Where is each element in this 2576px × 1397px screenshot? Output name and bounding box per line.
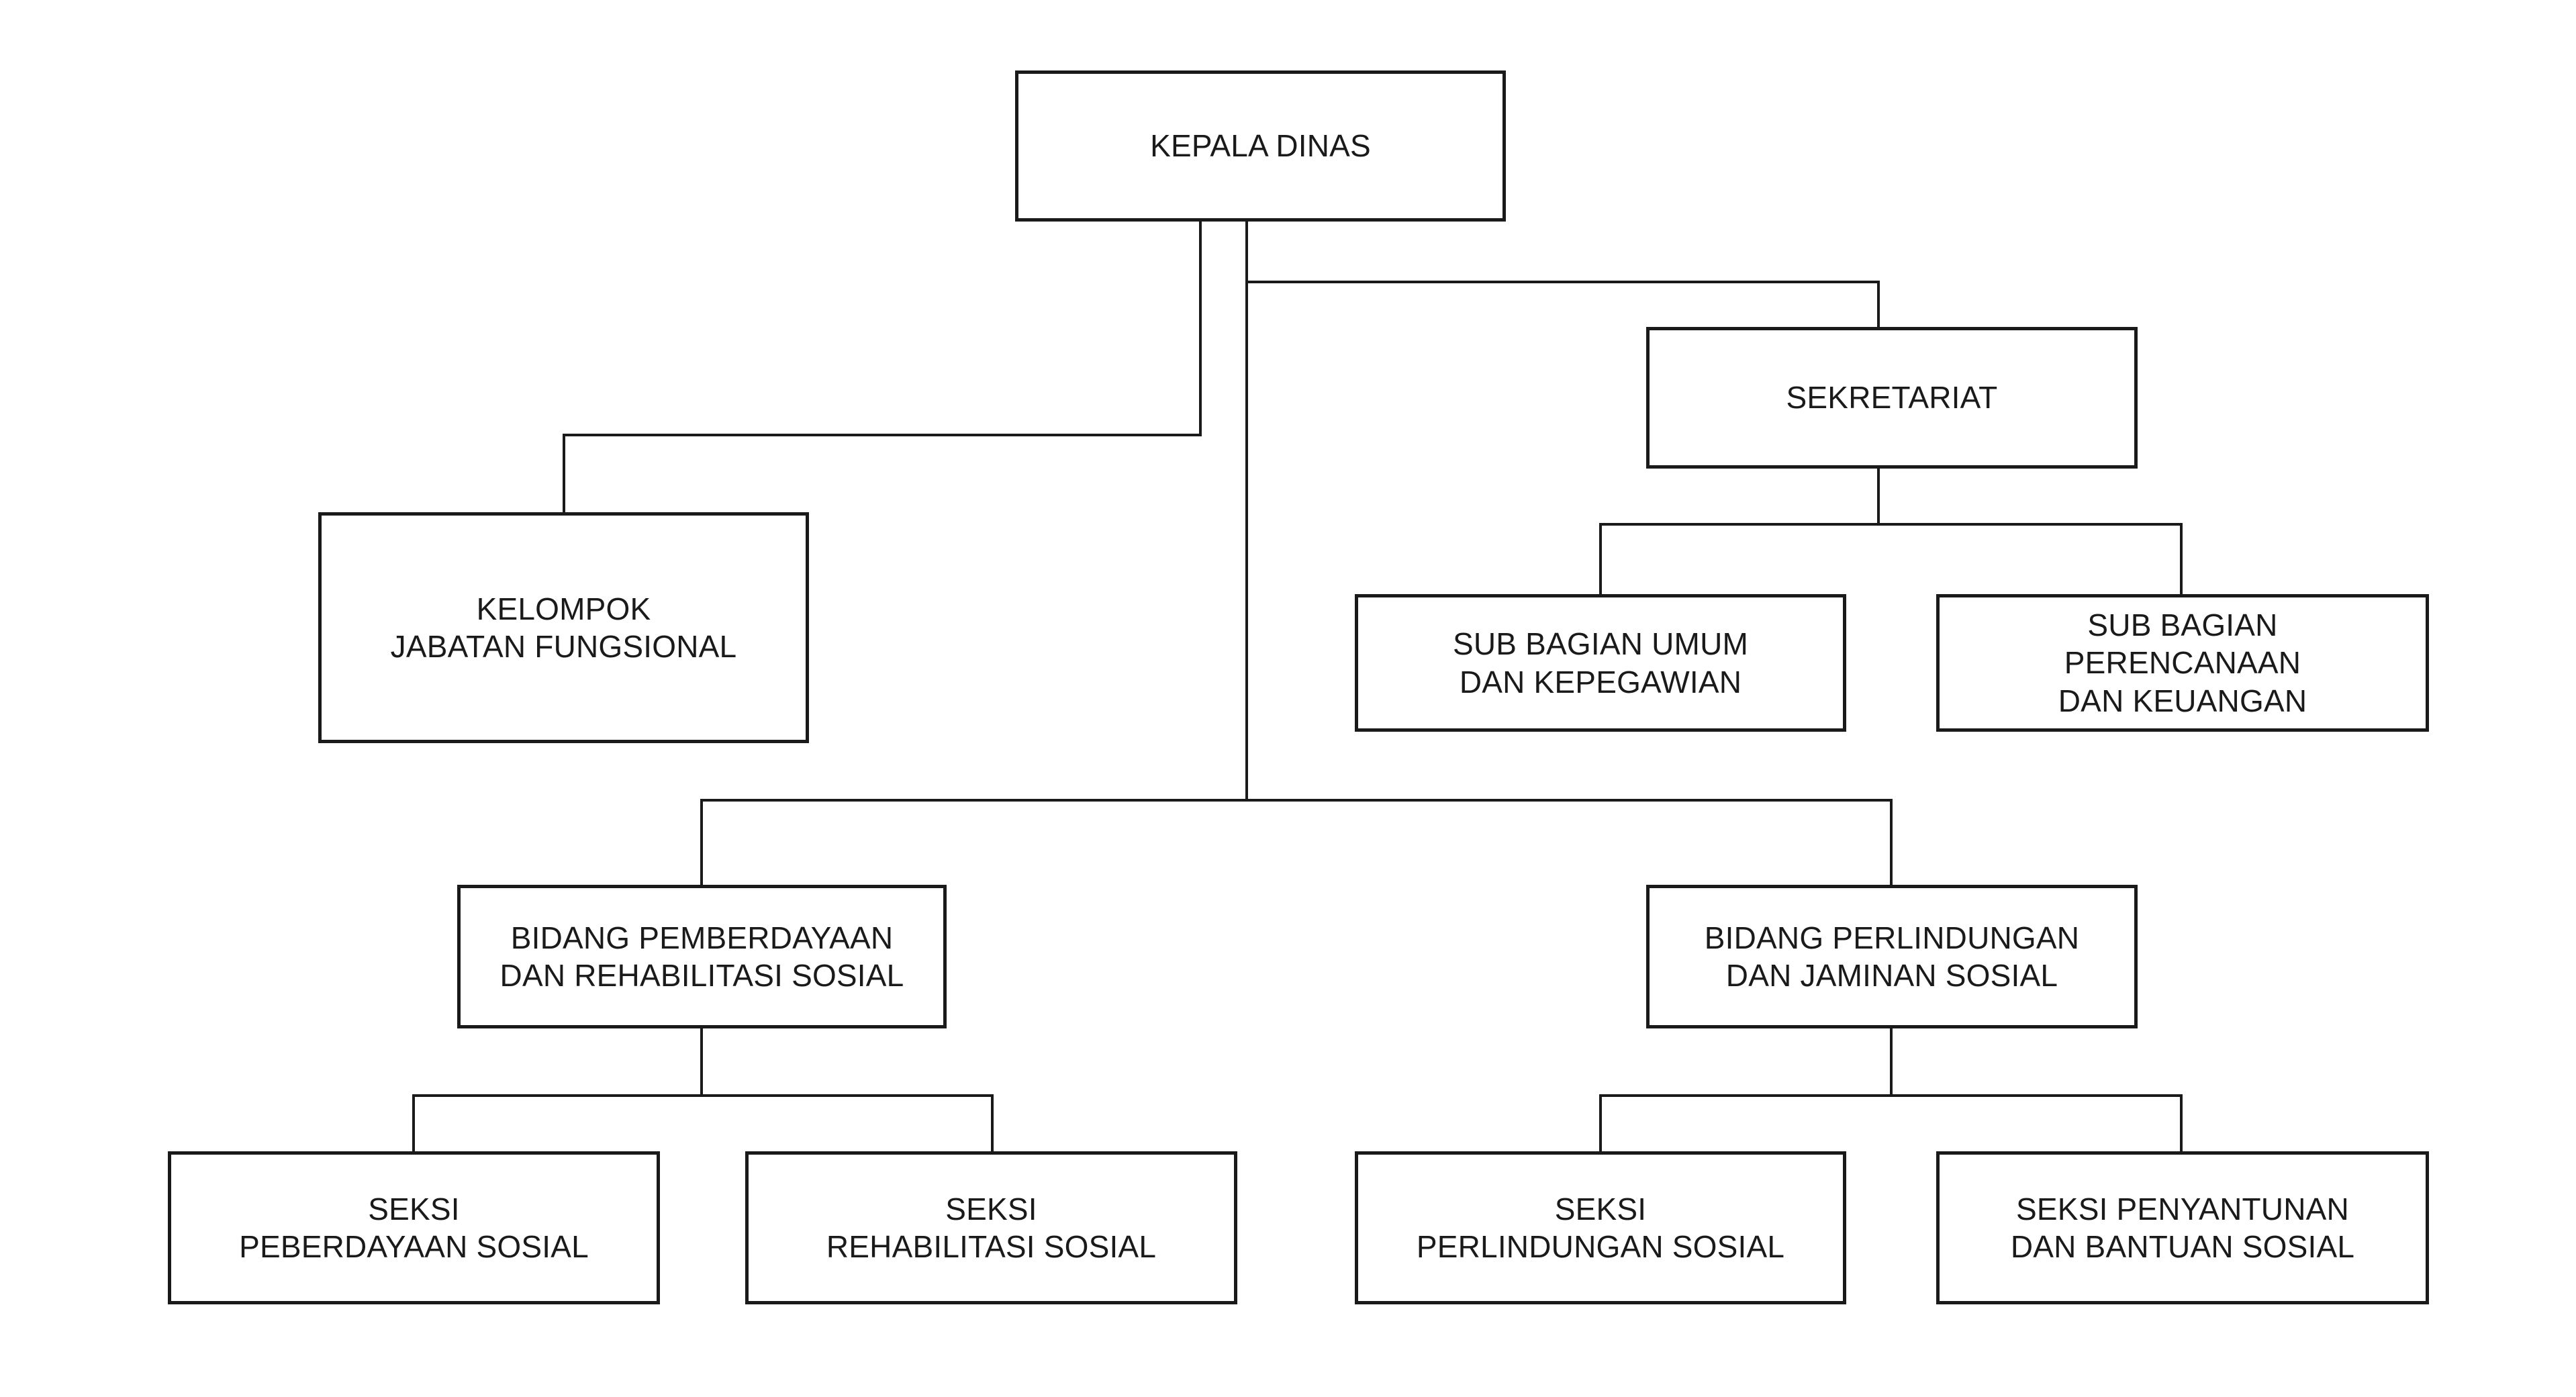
org-node-label: SUB BAGIAN PERENCANAAN DAN KEUANGAN [2058, 608, 2307, 718]
connector-seksi-perlindungan-drop [1599, 1094, 1602, 1153]
org-node-label: KELOMPOK JABATAN FUNGSIONAL [390, 591, 737, 664]
org-node-label: SEKSI PEBERDAYAAN SOSIAL [239, 1191, 589, 1264]
connector-seksi-kanan-bar [1599, 1094, 2183, 1097]
org-node-label: SEKSI PERLINDUNGAN SOSIAL [1416, 1191, 1785, 1264]
connector-subbag-umum-drop [1599, 523, 1602, 595]
connector-bidang-pemberdayaan-drop [700, 799, 703, 886]
org-node-seksi-perlindungan-sosial[interactable]: SEKSI PERLINDUNGAN SOSIAL [1355, 1151, 1846, 1304]
connector-seksi-rehabilitasi-drop [991, 1094, 994, 1153]
connector-kelompok-stem [1199, 222, 1202, 436]
connector-kelompok-horizontal [563, 434, 1202, 436]
connector-bidang-bar [700, 799, 1893, 802]
org-node-label: SEKSI REHABILITASI SOSIAL [826, 1191, 1157, 1264]
org-node-label: SEKSI PENYANTUNAN DAN BANTUAN SOSIAL [2010, 1191, 2355, 1264]
connector-bidang-perlindungan-drop [1890, 799, 1893, 886]
connector-bidang-pemberdayaan-stem [700, 1028, 703, 1096]
org-node-label: KEPALA DINAS [1150, 128, 1371, 164]
connector-kelompok-drop [563, 434, 565, 514]
org-node-label: SEKRETARIAT [1786, 380, 1998, 416]
org-node-sub-bagian-umum-dan-kepegawian[interactable]: SUB BAGIAN UMUM DAN KEPEGAWIAN [1355, 594, 1846, 732]
connector-seksi-kiri-bar [412, 1094, 994, 1097]
org-node-seksi-penyantunan-dan-bantuan-sosial[interactable]: SEKSI PENYANTUNAN DAN BANTUAN SOSIAL [1936, 1151, 2429, 1304]
org-node-seksi-peberdayaan-sosial[interactable]: SEKSI PEBERDAYAAN SOSIAL [168, 1151, 660, 1304]
org-node-sub-bagian-perencanaan-dan-keuangan[interactable]: SUB BAGIAN PERENCANAAN DAN KEUANGAN [1936, 594, 2429, 732]
connector-seksi-peberdayaan-drop [412, 1094, 415, 1153]
org-node-bidang-pemberdayaan-dan-rehabilitasi-sosial[interactable]: BIDANG PEMBERDAYAAN DAN REHABILITASI SOS… [457, 885, 947, 1028]
connector-kepala-to-sekretariat-horizontal [1245, 281, 1880, 283]
org-node-kelompok-jabatan-fungsional[interactable]: KELOMPOK JABATAN FUNGSIONAL [318, 512, 809, 743]
org-node-kepala-dinas[interactable]: KEPALA DINAS [1015, 70, 1506, 222]
org-node-label: BIDANG PEMBERDAYAAN DAN REHABILITASI SOS… [499, 920, 904, 993]
connector-seksi-penyantunan-drop [2180, 1094, 2183, 1153]
connector-bidang-perlindungan-stem [1890, 1028, 1893, 1096]
org-node-bidang-perlindungan-dan-jaminan-sosial[interactable]: BIDANG PERLINDUNGAN DAN JAMINAN SOSIAL [1646, 885, 2138, 1028]
connector-sekretariat-drop [1877, 281, 1880, 328]
org-node-sekretariat[interactable]: SEKRETARIAT [1646, 327, 2138, 469]
org-node-label: BIDANG PERLINDUNGAN DAN JAMINAN SOSIAL [1704, 920, 2080, 993]
org-node-label: SUB BAGIAN UMUM DAN KEPEGAWIAN [1452, 626, 1749, 700]
connector-subbag-perencanaan-drop [2180, 523, 2183, 595]
connector-kepala-spine [1245, 222, 1248, 802]
org-node-seksi-rehabilitasi-sosial[interactable]: SEKSI REHABILITASI SOSIAL [745, 1151, 1237, 1304]
connector-subbag-bar [1599, 523, 2183, 526]
connector-sekretariat-stem [1877, 469, 1880, 524]
